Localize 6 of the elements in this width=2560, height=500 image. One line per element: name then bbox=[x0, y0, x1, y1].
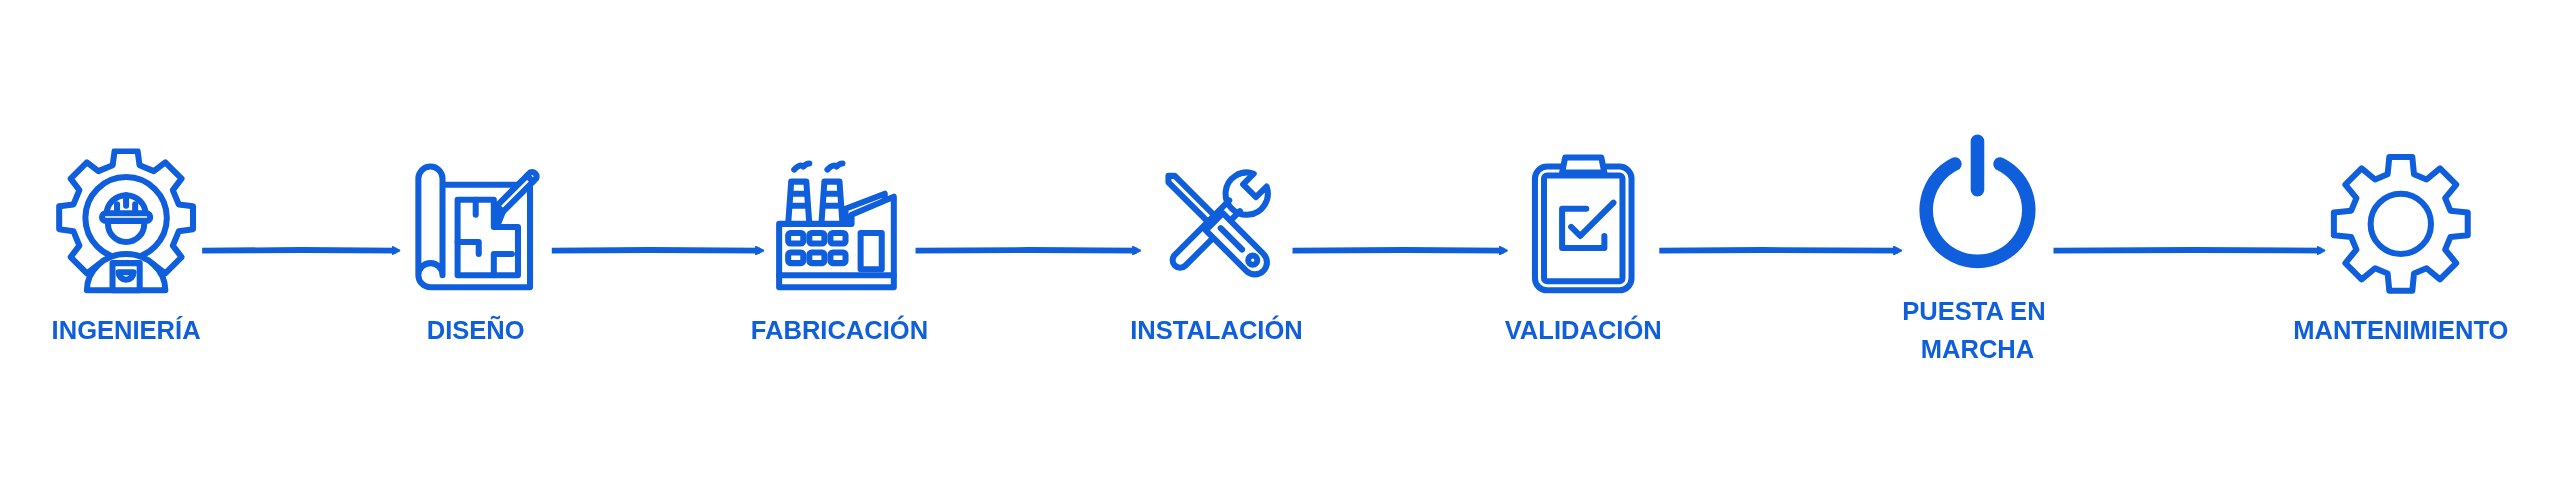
node-text: DISEÑO bbox=[426, 315, 525, 345]
node-text: FABRICACIÓN bbox=[750, 315, 929, 345]
node-text: INSTALACIÓN bbox=[1130, 315, 1303, 345]
node-text: VALIDACIÓN bbox=[1504, 315, 1662, 345]
node-text: MANTENIMIENTO bbox=[2293, 315, 2509, 345]
node-text: PUESTA EN MARCHA bbox=[1902, 296, 2046, 364]
